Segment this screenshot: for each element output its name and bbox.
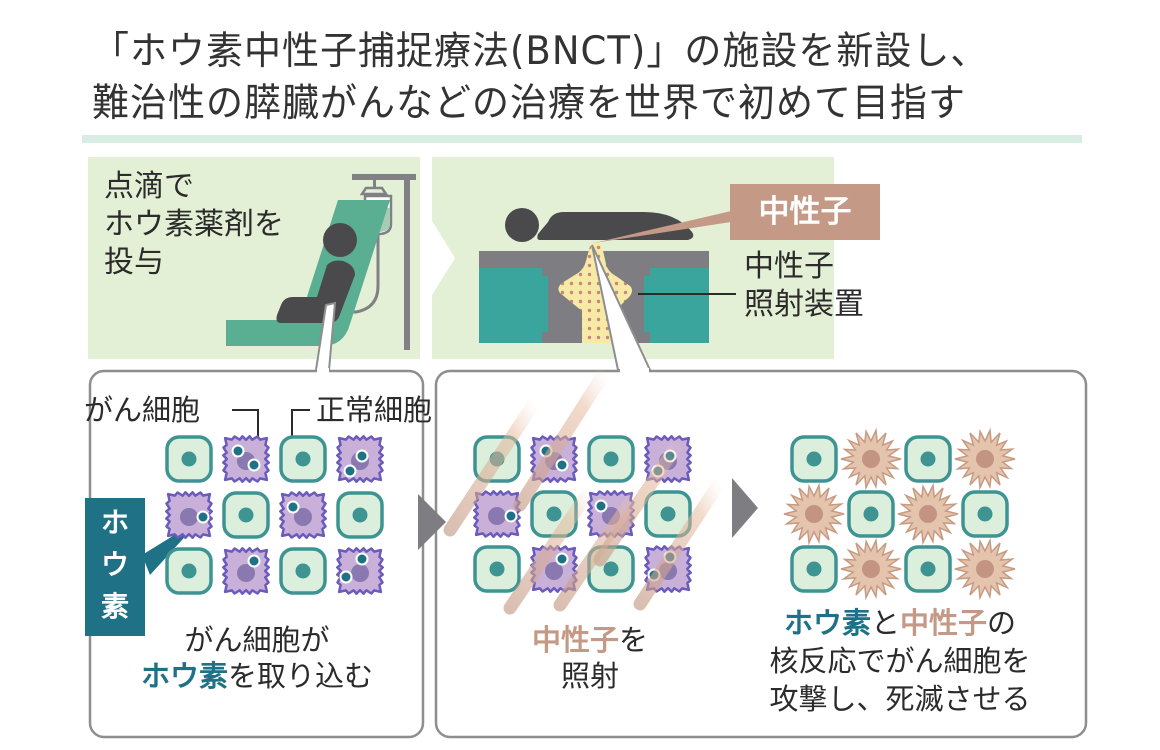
headline-line-1: 「ホウ素中性子捕捉療法(BNCT)」の施設を新設し、 — [92, 28, 989, 74]
normal-cell — [165, 547, 213, 595]
panel-c-caption-line-1: ホウ素と中性子の — [720, 604, 1080, 642]
cancer-cell-leader — [232, 409, 259, 448]
panel-bc-box — [434, 369, 1088, 739]
cell-grid-panel-a — [165, 435, 384, 595]
panel-b-caption-line-2: 照射 — [560, 659, 619, 693]
cancer-cell-label: がん細胞 — [84, 393, 201, 427]
and-text: と — [870, 606, 900, 640]
panel-a-caption-line-1: がん細胞が — [184, 623, 330, 657]
panel-a-caption-rest: を取り込む — [228, 659, 374, 693]
neutron-beam — [633, 475, 727, 611]
boron-particle — [231, 444, 245, 458]
panel-a-caption: がん細胞が ホウ素を取り込む — [92, 622, 422, 694]
arrow-a-to-b-icon — [418, 494, 446, 550]
cell-grid-panel-c — [783, 427, 1016, 601]
normal-cell — [222, 491, 270, 539]
normal-cell — [279, 547, 327, 595]
boron-particle — [355, 449, 369, 463]
device-label-line-1: 中性子 — [744, 249, 834, 284]
neutron-highlight: 中性子 — [900, 606, 988, 640]
panel-c-caption-line-3: 攻撃し、死滅させる — [769, 682, 1031, 716]
step1-line: ホウ素薬剤を — [104, 207, 284, 242]
destroyed-cancer-cell — [783, 482, 845, 546]
normal-cell-label: 正常細胞 — [316, 393, 433, 427]
neutron-beams-overlay-panel-b — [443, 365, 727, 615]
cancer-cell — [222, 435, 270, 483]
cancer-cell — [336, 435, 384, 483]
boron-particle — [286, 500, 300, 514]
headline-separator — [82, 135, 1082, 143]
boron-tag-label: ホ ウ 素 — [85, 502, 145, 628]
cancer-cell — [336, 547, 384, 595]
neutron-beam — [443, 395, 542, 537]
panel-b-caption: 中性子を 照射 — [440, 622, 740, 694]
destroyed-cancer-cell — [840, 537, 902, 601]
cancer-cell — [165, 491, 213, 539]
boron-particle — [555, 458, 569, 472]
neutron-beam — [593, 431, 689, 567]
neutron-tag-label: 中性子 — [758, 194, 852, 230]
step1-line: 点滴で — [104, 169, 194, 204]
neutron-tag-pointer — [594, 208, 744, 243]
panel-a-caption-line-2: ホウ素を取り込む — [92, 658, 422, 694]
normal-cell — [473, 545, 521, 593]
boron-tag-char: ウ — [100, 548, 129, 581]
boron-particle — [343, 464, 357, 478]
panel-c-caption-line-2: 核反応でがん細胞を — [769, 644, 1031, 678]
boron-particle — [355, 552, 369, 566]
normal-cell — [790, 435, 838, 483]
neutron-tag-box — [730, 184, 880, 240]
normal-cell — [790, 545, 838, 593]
boron-particle — [504, 509, 518, 523]
normal-cell — [165, 435, 213, 483]
boron-highlight: ホウ素 — [140, 659, 228, 693]
panel-b-caption-rest: を — [619, 623, 649, 657]
boron-tag-char: 素 — [100, 590, 129, 623]
step1-line: 投与 — [104, 245, 164, 280]
cancer-cell — [279, 491, 327, 539]
normal-cell — [279, 435, 327, 483]
normal-cell — [644, 490, 692, 538]
normal-cell — [847, 490, 895, 538]
normal-cell — [587, 435, 635, 483]
device-label-line-2: 照射装置 — [744, 287, 864, 322]
normal-cell — [961, 490, 1009, 538]
cancer-cell — [473, 490, 521, 538]
headline-line-2: 難治性の膵臓がんなどの治療を世界で初めて目指す — [92, 80, 966, 126]
device-label: 中性子 照射装置 — [744, 248, 864, 324]
neutron-beam — [513, 365, 612, 512]
normal-cell — [904, 435, 952, 483]
arrow-b-to-c-icon — [732, 478, 758, 538]
normal-cell — [336, 491, 384, 539]
neutron-beam-shape — [558, 242, 632, 343]
boron-tag-box — [85, 498, 145, 636]
panel-b-caption-line-1: 中性子を — [440, 622, 740, 658]
destroyed-cancer-cell — [840, 427, 902, 491]
boron-particle — [196, 510, 210, 524]
destroyed-cancer-cell — [954, 537, 1016, 601]
destroyed-cancer-cell — [954, 427, 1016, 491]
neutron-beam — [503, 483, 597, 615]
boron-particle — [247, 554, 261, 568]
neutron-highlight: 中性子 — [531, 623, 619, 657]
normal-cell — [904, 545, 952, 593]
boron-particle — [594, 499, 608, 513]
neutron-beam — [553, 481, 647, 612]
boron-particle — [247, 458, 261, 472]
panel-c-caption: ホウ素と中性子の 核反応でがん細胞を 攻撃し、死滅させる — [720, 604, 1080, 718]
step1-text: 点滴で ホウ素薬剤を 投与 — [104, 168, 284, 282]
destroyed-cancer-cell — [897, 482, 959, 546]
of-text: の — [987, 606, 1017, 640]
boron-highlight: ホウ素 — [783, 606, 871, 640]
cancer-cell — [222, 547, 270, 595]
boron-particle — [555, 552, 569, 566]
boron-tag-char: ホ — [100, 506, 129, 539]
boron-particle — [339, 570, 353, 584]
